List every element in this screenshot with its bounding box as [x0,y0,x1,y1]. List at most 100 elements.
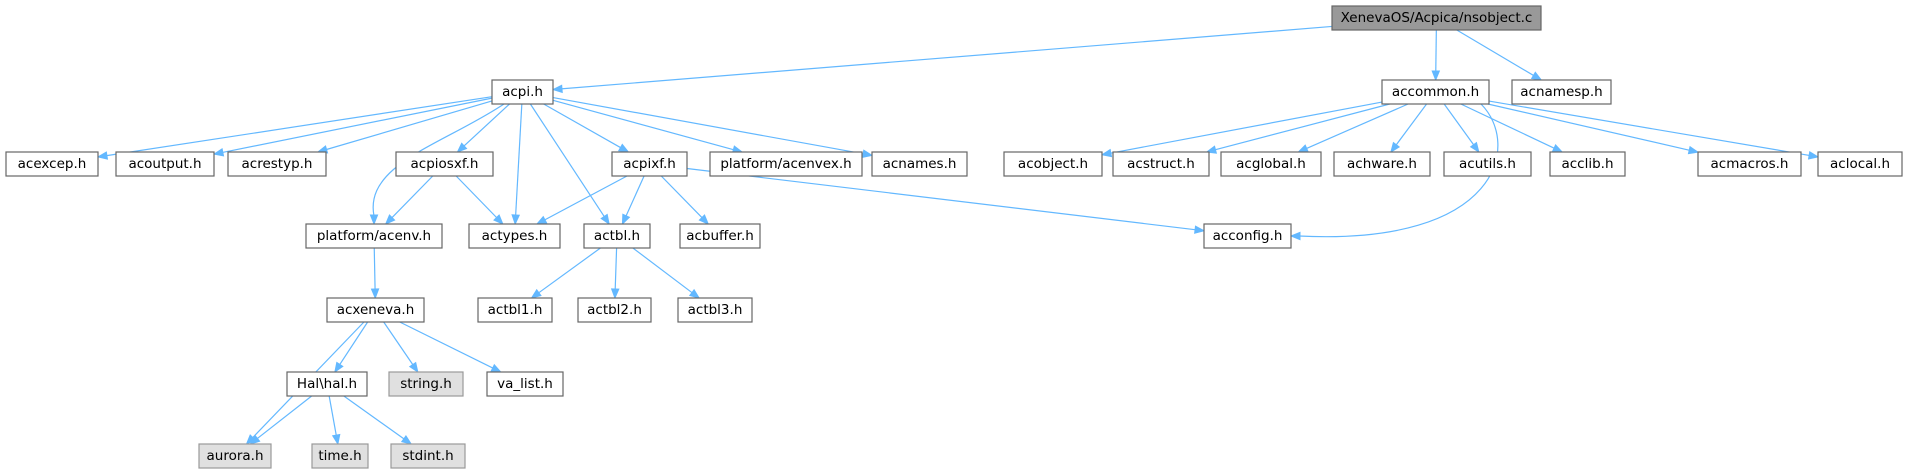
node-label: acpixf.h [623,156,676,172]
edge-root-to-acpi [560,25,1333,90]
node-label: actypes.h [482,228,548,244]
node-label: acglobal.h [1236,156,1306,172]
node-achware[interactable]: achware.h [1333,151,1431,177]
edge-acpixf-to-actypes [543,175,628,221]
node-label: platform/acenvex.h [720,156,851,172]
node-label: acclib.h [1561,156,1613,172]
node-acpi[interactable]: acpi.h [491,79,554,105]
node-acglobal[interactable]: acglobal.h [1220,151,1322,177]
node-actbl2[interactable]: actbl2.h [577,297,652,323]
node-stdinth[interactable]: stdint.h [390,443,466,469]
node-label: acnames.h [883,156,957,172]
arrowhead-icon [493,214,504,225]
node-label: Hal\hal.h [297,376,357,392]
node-box [305,223,443,249]
edge-acpi-to-acpiosxf [462,103,510,148]
edge-root-to-acnamesp [1456,29,1535,77]
arrowhead-icon [1390,141,1401,154]
node-acpixf[interactable]: acpixf.h [611,151,688,177]
node-box [583,223,651,249]
node-aclocal[interactable]: aclocal.h [1817,151,1903,177]
node-acnames[interactable]: acnames.h [871,151,968,177]
arrowhead-icon [331,433,341,446]
edge-acpi-to-actbl [529,103,606,218]
edge-acpiosxf-to-actypes [455,175,498,219]
arrowhead-icon [1687,145,1700,155]
node-acstruct[interactable]: acstruct.h [1112,151,1210,177]
edge-acpi-to-acoutput [221,97,493,154]
node-box [286,371,368,397]
edge-acxeneva-to-halh [338,321,369,366]
node-box [388,371,464,397]
node-timeh[interactable]: time.h [311,443,369,469]
node-box [1443,151,1532,177]
node-actbl3[interactable]: actbl3.h [677,297,753,323]
node-actypes[interactable]: actypes.h [468,223,561,249]
edge-actbl-to-actbl3 [632,247,694,294]
edge-accommon-to-acmacros [1487,103,1691,151]
node-label: aclocal.h [1830,156,1890,172]
node-box [198,443,272,469]
edge-acpi-to-acrestyp [325,100,493,151]
node-box [1511,79,1612,105]
arrowhead-icon [1100,148,1113,158]
node-label: acpi.h [502,84,543,100]
edges-layer [96,25,1820,446]
node-acexcep[interactable]: acexcep.h [5,151,99,177]
node-box [677,297,753,323]
arrowhead-icon [1530,71,1543,81]
node-accommon[interactable]: accommon.h [1381,79,1490,105]
node-box [486,371,564,397]
node-box [1697,151,1802,177]
node-acnamesp[interactable]: acnamesp.h [1511,79,1612,105]
arrowhead-icon [1297,144,1309,153]
node-box [577,297,652,323]
node-root[interactable]: XenevaOS/Acpica/nsobject.c [1331,5,1542,31]
node-stringh[interactable]: string.h [388,371,464,397]
node-acenvex[interactable]: platform/acenvex.h [709,151,863,177]
node-acoutput[interactable]: acoutput.h [115,151,215,177]
node-actbl1[interactable]: actbl1.h [477,297,553,323]
node-acutils[interactable]: acutils.h [1443,151,1532,177]
edge-accommon-to-acstruct [1214,103,1390,151]
arrowhead-icon [610,288,620,300]
edge-accommon-to-acobject [1109,101,1383,154]
edge-acenv-to-acxeneva [373,247,376,291]
node-acmacros[interactable]: acmacros.h [1697,151,1802,177]
arrowhead-icon [370,288,380,300]
node-label: stdint.h [402,448,453,464]
arrowhead-icon [1551,144,1564,153]
node-valist[interactable]: va_list.h [486,371,564,397]
node-label: actbl2.h [587,302,642,318]
edge-accommon-to-acconfig [1298,103,1499,238]
node-box [1220,151,1322,177]
node-acxeneva[interactable]: acxeneva.h [326,297,425,323]
node-box [326,297,425,323]
node-aurora[interactable]: aurora.h [198,443,272,469]
node-acrestyp[interactable]: acrestyp.h [227,151,327,177]
edge-accommon-to-acclib [1460,103,1556,150]
node-label: acstruct.h [1127,156,1195,172]
node-label: acexcep.h [18,156,87,172]
node-acobject[interactable]: acobject.h [1003,151,1103,177]
node-label: acoutput.h [128,156,201,172]
node-box [1003,151,1103,177]
node-acclib[interactable]: acclib.h [1549,151,1626,177]
node-label: platform/acenv.h [317,228,431,244]
arrowhead-icon [698,214,710,225]
node-actbl[interactable]: actbl.h [583,223,651,249]
arrowhead-icon [384,214,396,225]
node-box [679,223,761,249]
node-box [491,79,554,105]
node-box [390,443,466,469]
node-label: acobject.h [1018,156,1088,172]
node-halh[interactable]: Hal\hal.h [286,371,368,397]
edge-acxeneva-to-stringh [383,321,414,366]
edge-halh-to-stdinth [343,395,406,440]
edge-acxeneva-to-valist [399,321,494,369]
node-acenv[interactable]: platform/acenv.h [305,223,443,249]
node-acpiosxf[interactable]: acpiosxf.h [395,151,494,177]
node-acbuffer[interactable]: acbuffer.h [679,223,761,249]
node-acconfig[interactable]: acconfig.h [1203,223,1292,249]
edge-acpixf-to-actbl [625,175,645,217]
